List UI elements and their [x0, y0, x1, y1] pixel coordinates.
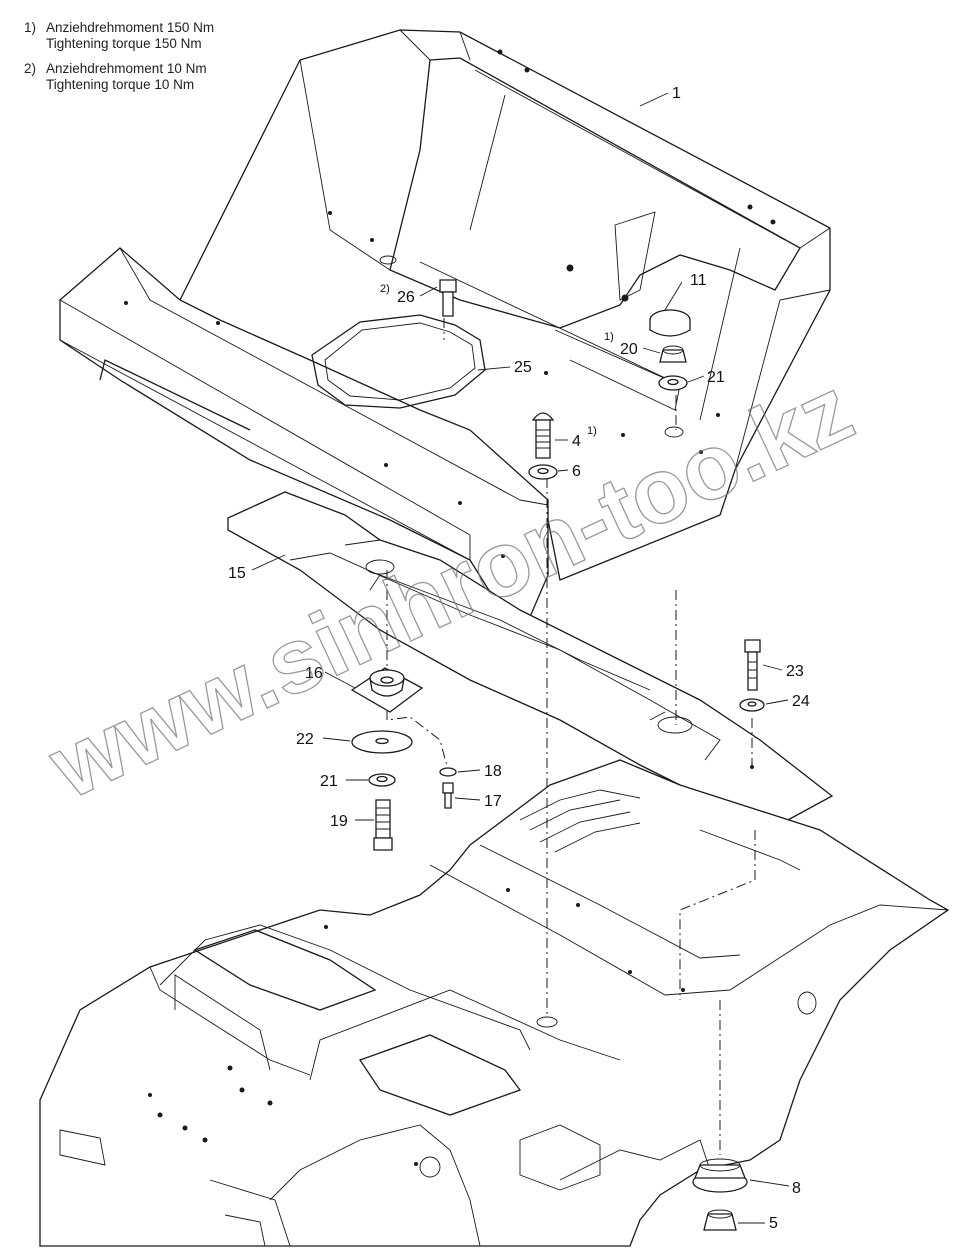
superscript-20: 1) — [604, 331, 614, 343]
torque-notes: 1) Anziehdrehmoment 150 Nm Tightening to… — [24, 20, 214, 102]
callout-21-lower: 21 — [320, 773, 338, 790]
note-1-english: Tightening torque 150 Nm — [46, 36, 202, 51]
callout-4: 4 — [572, 433, 581, 450]
part-21-washer-upper — [658, 375, 688, 391]
part-5-nut — [703, 1209, 737, 1231]
callout-6: 6 — [572, 463, 581, 480]
cab-floor-frame — [59, 29, 831, 642]
callout-23: 23 — [786, 663, 804, 680]
part-16-mount — [350, 667, 424, 713]
part-6-washer — [528, 464, 558, 480]
callout-1: 1 — [672, 85, 681, 102]
superscript-26: 2) — [380, 283, 390, 295]
callout-20: 20 — [620, 341, 638, 358]
superscript-4: 1) — [587, 425, 597, 437]
part-4-bolt — [531, 412, 555, 459]
part-19-bolt — [373, 799, 393, 851]
part-11-plug — [649, 309, 691, 337]
callout-5: 5 — [769, 1215, 778, 1232]
lower-chassis — [39, 759, 950, 1247]
part-21-washer-lower — [368, 773, 396, 787]
note-2-number: 2) — [24, 61, 37, 76]
callout-22: 22 — [296, 731, 314, 748]
note-2-german: Anziehdrehmoment 10 Nm — [46, 61, 207, 76]
note-2-english: Tightening torque 10 Nm — [46, 77, 195, 92]
callout-25: 25 — [514, 359, 532, 376]
part-8-mount-foot — [692, 1158, 748, 1193]
part-18-washer — [439, 767, 457, 777]
frame-holes — [124, 49, 776, 558]
callout-26: 26 — [397, 289, 415, 306]
part-23-bolt — [744, 639, 761, 691]
callout-15: 15 — [228, 565, 246, 582]
support-beam-plate — [227, 491, 834, 828]
note-1-german: Anziehdrehmoment 150 Nm — [46, 20, 215, 35]
callout-24: 24 — [792, 693, 810, 710]
callout-11: 11 — [690, 272, 707, 289]
callout-19: 19 — [330, 813, 348, 830]
part-26-bolt — [439, 279, 457, 317]
callout-21-upper: 21 — [707, 369, 725, 386]
note-2: 2) Anziehdrehmoment 10 Nm Tightening tor… — [24, 61, 214, 93]
callout-17: 17 — [484, 793, 502, 810]
note-1-number: 1) — [24, 20, 37, 35]
callout-18: 18 — [484, 763, 502, 780]
callout-16: 16 — [305, 665, 323, 682]
part-17-screw — [442, 782, 454, 809]
note-1: 1) Anziehdrehmoment 150 Nm Tightening to… — [24, 20, 214, 52]
callouts: 1 11 26 2) 20 1) 21 25 4 1) 6 15 16 23 2… — [228, 85, 810, 1232]
part-24-washer — [739, 698, 765, 712]
leader-lines — [251, 92, 790, 1224]
part-22-disc — [351, 730, 413, 754]
part-20-nut — [659, 345, 687, 363]
callout-8: 8 — [792, 1180, 801, 1197]
